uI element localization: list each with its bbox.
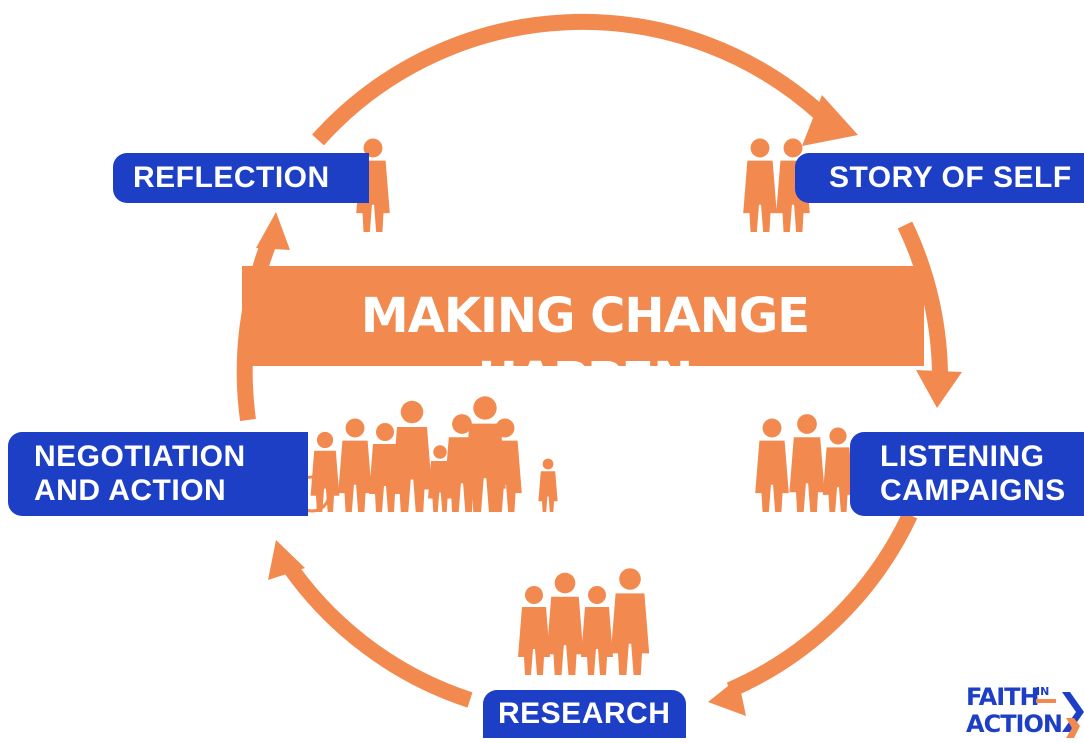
stage-label-text: STORY OF SELF [829, 161, 1072, 194]
arrowhead-research-icon [708, 678, 746, 716]
arc-research-to-negotiation [278, 555, 473, 708]
arc-reflection-to-story [312, 13, 828, 146]
arrowhead-listening-icon [916, 370, 962, 408]
stage-label-listening-campaigns: LISTENING CAMPAIGNS [850, 432, 1084, 516]
group-of-people-icon [293, 396, 558, 513]
logo-word-in: IN [1036, 685, 1050, 698]
title-banner [242, 266, 924, 366]
listening-people-icon [755, 414, 854, 512]
stage-label-story-of-self: STORY OF SELF [795, 153, 1084, 203]
arrowhead-reflection-icon [256, 212, 290, 250]
stage-label-text: REFLECTION [133, 161, 330, 194]
arc-story-to-listening [897, 221, 949, 386]
stage-label-text-line2: CAMPAIGNS [880, 474, 1066, 507]
research-people-icon [518, 568, 650, 675]
logo-word-action: ACTION [966, 710, 1063, 738]
stage-label-text-line1: LISTENING [880, 440, 1045, 473]
logo-underline [1036, 699, 1056, 703]
stage-label-research: RESEARCH [483, 690, 686, 738]
faith-in-action-logo: FAITH IN ACTION [966, 684, 1084, 738]
logo-chevron-icon [1062, 692, 1084, 738]
stage-label-text: RESEARCH [498, 697, 671, 730]
arrowhead-negotiation-icon [268, 540, 305, 580]
stage-label-negotiation-and-action: NEGOTIATION AND ACTION [8, 432, 308, 516]
arc-listening-to-research [726, 511, 918, 698]
stage-label-reflection: REFLECTION [113, 153, 369, 203]
diagram-title: MAKING CHANGE HAPPEN [360, 288, 810, 408]
logo-word-faith: FAITH [966, 683, 1040, 711]
arrowhead-story-icon [802, 95, 858, 146]
stage-label-text-line2: AND ACTION [34, 474, 227, 507]
stage-label-text-line1: NEGOTIATION [34, 440, 246, 473]
